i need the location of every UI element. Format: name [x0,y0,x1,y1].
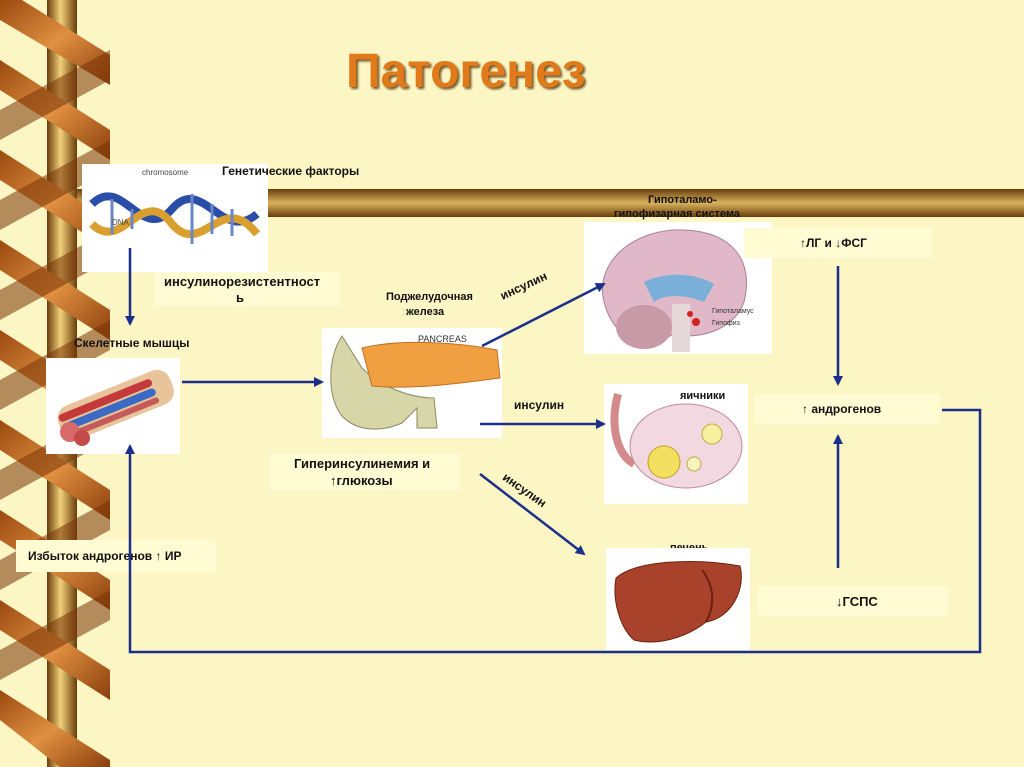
gsps-box: ↓ГСПС [758,586,948,616]
insulin-resistance-box: инсулинорезистентност ь [154,272,340,306]
excess-androgens-box: Избыток андрогенов ↑ ИР [16,540,216,572]
pancreas-image: PANCREAS [322,328,502,438]
muscle-image [46,358,180,454]
gsps-label: ↓ГСПС [836,594,878,609]
pancreas-label-line1: Поджелудочная [386,291,473,303]
insulin-label-to-ovaries: инсулин [514,398,565,412]
page-title: Патогенез [346,45,586,98]
arrow-feedback-loop [125,408,982,654]
hyperinsulinemia-line1: Гиперинсулинемия и [294,456,431,471]
lh-fsh-label: ↑ЛГ и ↓ФСГ [800,236,867,250]
hypothalamus-label-line2: гипофизарная система [614,208,740,220]
ovary-image [604,384,748,504]
insulin-resistance-line2: ь [236,290,244,305]
androgens-box: ↑ андрогенов [754,394,940,424]
ovary-icon [610,392,743,489]
excess-androgens-label: Избыток андрогенов ↑ ИР [28,549,182,563]
hyperinsulinemia-line2: ↑глюкозы [330,473,393,488]
arrow-pancreas-to-liver [479,473,586,556]
brain-hypothalamus-label: Гипоталамус [712,308,754,315]
pancreas-icon [330,335,501,430]
insulin-resistance-line1: инсулинорезистентност [164,274,321,289]
skeletal-muscles-label: Скелетные мышцы [74,336,190,350]
androgens-label: ↑ андрогенов [802,402,882,416]
hyperinsulinemia-box: Гиперинсулинемия и ↑глюкозы [270,454,460,490]
arrow-pancreas-to-brain [481,282,606,348]
brain-pituitary-label: Гипофиз [712,320,740,327]
liver-image [606,548,750,650]
brain-icon [602,229,747,352]
pancreas-label-line2: железа [406,306,445,318]
dna-chromosome-label: chromosome [142,168,189,177]
dna-image: chromosome DNA [82,164,268,272]
lh-fsh-box: ↑ЛГ и ↓ФСГ [744,228,932,258]
ovaries-label: яичники [680,390,726,402]
hypothalamus-label-line1: Гипоталамо- [648,194,717,206]
brain-image: Гипоталамус Гипофиз [584,222,772,354]
dna-helix-icon [89,192,261,244]
muscle-fiber-icon [57,369,174,446]
genetic-factors-label: Генетические факторы [222,164,360,178]
pancreas-image-label: PANCREAS [418,334,467,344]
liver-icon [614,561,742,643]
dna-label: DNA [112,218,129,227]
